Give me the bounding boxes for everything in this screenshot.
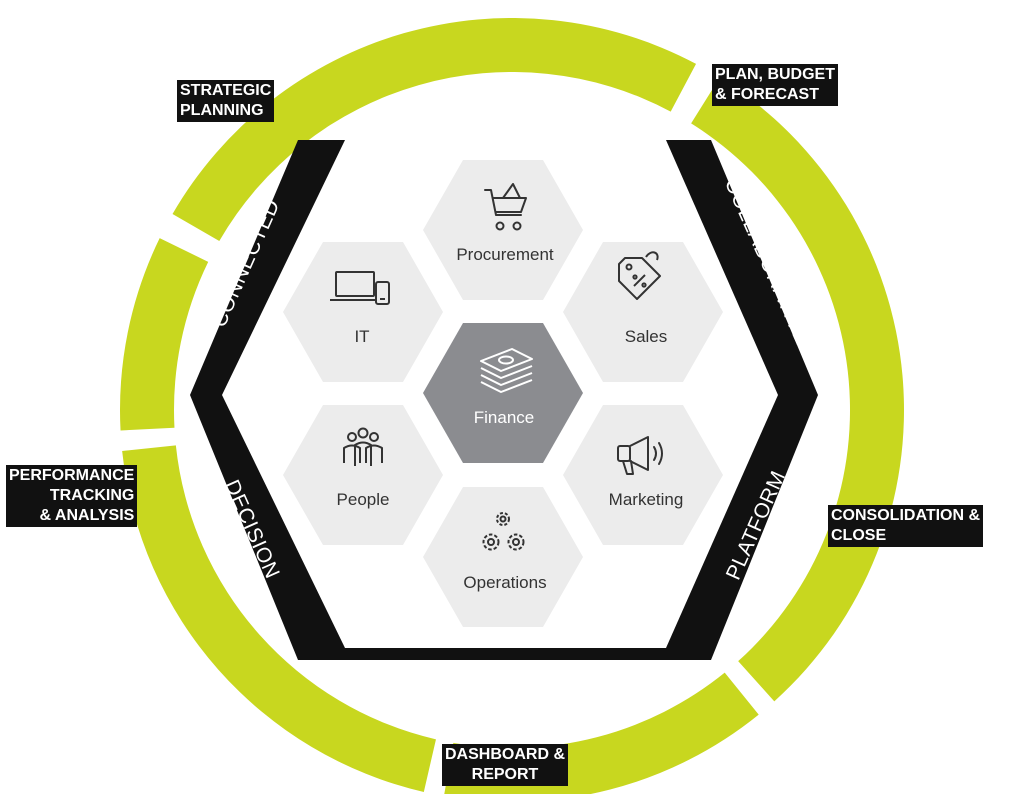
laptop-phone-icon <box>330 271 390 305</box>
hex-label-it: IT <box>354 327 369 346</box>
callout-line: & FORECAST <box>715 86 819 103</box>
callout-line: STRATEGIC <box>180 82 272 99</box>
callout-line: PLANNING <box>180 102 264 119</box>
hex-label-procurement: Procurement <box>456 245 554 264</box>
money-stack-icon <box>480 348 533 393</box>
megaphone-icon <box>617 436 663 475</box>
callout-line: DASHBOARD & <box>445 746 565 763</box>
arc-segment-1 <box>172 18 697 241</box>
price-tag-icon <box>618 251 661 300</box>
hex-label-sales: Sales <box>625 327 668 346</box>
arc-segment-5 <box>120 238 209 431</box>
callout-line: CLOSE <box>831 527 887 544</box>
hex-finance <box>423 323 583 463</box>
hex-marketing <box>563 405 723 545</box>
hex-operations <box>423 487 583 627</box>
people-group-icon <box>343 427 383 466</box>
hex-label-people: People <box>337 490 390 509</box>
hex-it <box>283 242 443 382</box>
gears-icon <box>482 512 525 551</box>
callout-strategic-planning: STRATEGIC PLANNING <box>177 80 275 122</box>
hex-sales <box>563 242 723 382</box>
hex-procurement <box>423 160 583 300</box>
hex-label-finance: Finance <box>474 408 534 427</box>
ring-label-making: MAKING <box>460 675 546 698</box>
callout-line: TRACKING <box>49 487 135 504</box>
hex-label-marketing: Marketing <box>609 490 684 509</box>
callout-line: PERFORMANCE <box>9 467 135 484</box>
shopping-cart-icon <box>484 183 527 231</box>
callout-plan-budget-forecast: PLAN, BUDGET & FORECAST <box>712 64 838 106</box>
arc-segment-4 <box>122 445 436 792</box>
hex-people <box>283 405 443 545</box>
callout-line: REPORT <box>471 766 539 783</box>
callout-consolidation-close: CONSOLIDATION & CLOSE <box>828 505 984 547</box>
callout-performance-tracking: PERFORMANCE TRACKING & ANALYSIS <box>6 465 138 527</box>
callout-line: CONSOLIDATION & <box>831 507 981 524</box>
callout-line: PLAN, BUDGET <box>715 66 835 83</box>
hex-label-operations: Operations <box>463 573 546 592</box>
callout-dashboard-report: DASHBOARD & REPORT <box>442 744 568 786</box>
callout-line: & ANALYSIS <box>39 507 135 524</box>
ring-label-and: AND <box>480 90 526 113</box>
